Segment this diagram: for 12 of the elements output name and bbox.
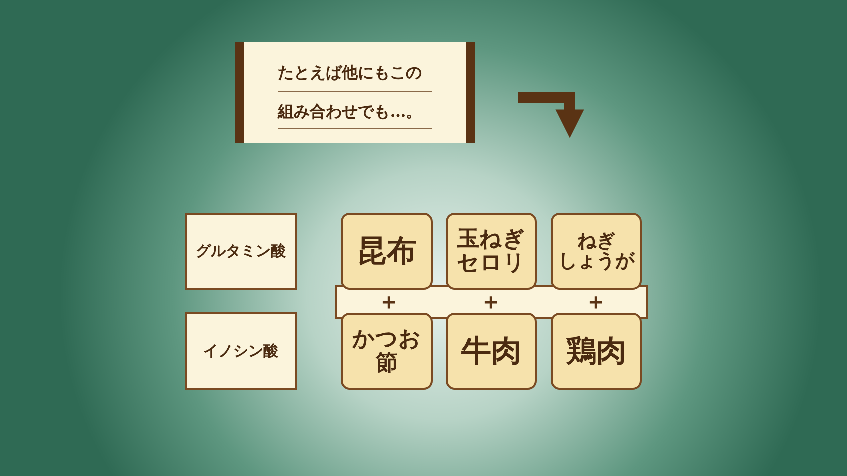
ingredient-card: 玉ねぎセロリ (446, 213, 537, 290)
ingredient-card: かつお節 (341, 313, 433, 390)
plus-sign: ＋ (585, 291, 607, 313)
ingredient-card: 牛肉 (446, 313, 537, 390)
plus-sign: ＋ (378, 291, 400, 313)
row-label-box: イノシン酸 (185, 312, 297, 390)
plus-sign: ＋ (480, 291, 502, 313)
row-label-box: グルタミン酸 (185, 213, 297, 290)
ingredient-card: 鶏肉 (551, 313, 642, 390)
ingredient-card: ねぎしょうが (551, 213, 642, 290)
ingredient-card: 昆布 (341, 213, 433, 290)
note-card: たとえば他にもこの組み合わせでも…。 (235, 42, 475, 143)
